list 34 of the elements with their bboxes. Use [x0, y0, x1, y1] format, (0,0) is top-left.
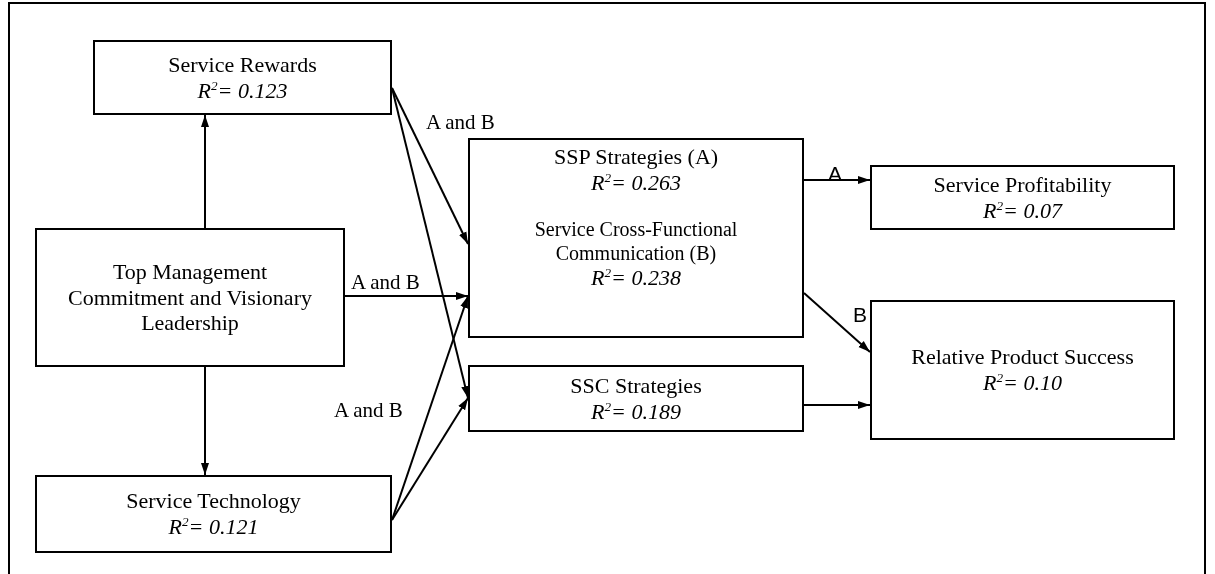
- arrow: [344, 292, 469, 300]
- box-title: Top Management Commitment and Visionary Leadership: [67, 258, 313, 337]
- process-box: [468, 365, 804, 432]
- arrow: [803, 401, 871, 409]
- box-title: SSP Strategies (A): [553, 144, 719, 170]
- edge-label: A and B: [334, 400, 403, 421]
- edge-label: B: [853, 304, 867, 325]
- edge-label: A and B: [351, 272, 420, 293]
- process-box: [35, 228, 345, 367]
- r-squared-value: R$^{2}$= 0.238: [591, 265, 681, 292]
- process-box: [35, 475, 392, 553]
- r-squared-value: R$^{2}$= 0.10: [983, 370, 1062, 396]
- box-title: Service Profitability: [933, 171, 1112, 198]
- r-squared-value: R$^{2}$= 0.189: [591, 398, 681, 425]
- arrow: [803, 176, 871, 184]
- process-box: [870, 300, 1175, 440]
- box-title: Relative Product Success: [911, 344, 1134, 370]
- box-title: SSC Strategies: [570, 372, 702, 399]
- arrow: [391, 397, 469, 521]
- r-squared-value: R$^{2}$= 0.07: [983, 197, 1062, 224]
- arrow: [803, 292, 871, 353]
- process-box: [93, 40, 392, 115]
- arrow: [201, 114, 209, 229]
- process-box: [870, 165, 1175, 230]
- arrow: [201, 366, 209, 476]
- box-title: Service Technology: [126, 488, 301, 514]
- r-squared-value: R$^{2}$= 0.123: [197, 77, 288, 104]
- box-title: Service Rewards: [168, 51, 317, 78]
- process-box: [468, 138, 804, 338]
- r-squared-value: R$^{2}$= 0.121: [168, 514, 259, 540]
- box-title: Service Cross-Functional Communication (B): [533, 217, 739, 266]
- r-squared-value: R$^{2}$= 0.263: [591, 169, 681, 196]
- arrow: [391, 87, 469, 245]
- edge-label: A and B: [426, 112, 495, 133]
